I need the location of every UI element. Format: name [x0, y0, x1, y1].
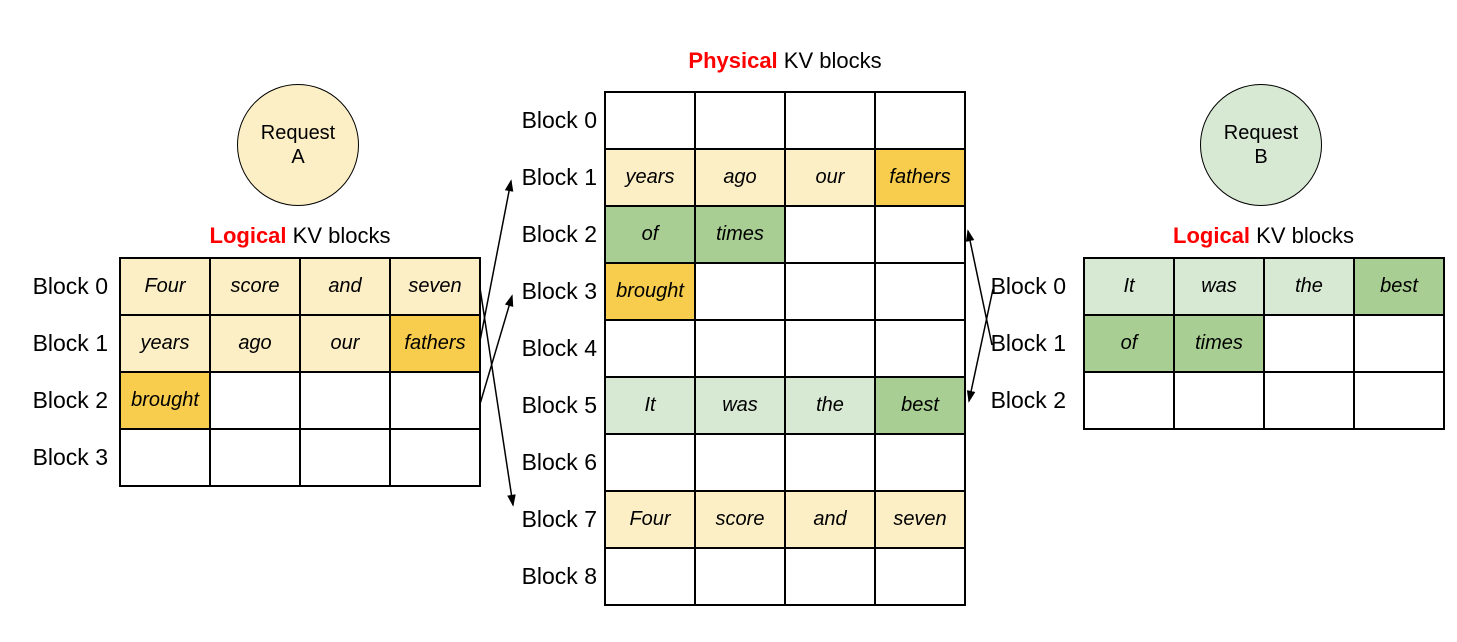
physical-word: Physical	[688, 48, 778, 73]
kv-cell	[695, 92, 785, 149]
kv-cell	[875, 92, 965, 149]
kv-cell	[785, 320, 875, 377]
kv-cell: seven	[875, 491, 965, 548]
physical-kv-blocks-title: Physical KV blocks	[604, 48, 966, 74]
request-b-circle: Request B	[1200, 84, 1322, 206]
kv-cell	[785, 206, 875, 263]
kv-cell	[785, 263, 875, 320]
kv-cell	[875, 263, 965, 320]
kv-cell: and	[785, 491, 875, 548]
kv-cell: the	[1264, 258, 1354, 315]
kv-cell: brought	[605, 263, 695, 320]
kv-cell	[605, 92, 695, 149]
row-label: Block 1	[32, 330, 108, 356]
request-a-label-line1: Request	[260, 122, 336, 144]
kv-cell: of	[1084, 315, 1174, 372]
kv-cell	[1354, 315, 1444, 372]
kv-cell: fathers	[390, 315, 480, 372]
kv-cell: the	[785, 377, 875, 434]
request-a-circle: Request A	[237, 84, 359, 206]
logical-kv-blocks-title-a: Logical KV blocks	[119, 223, 481, 249]
row-label: Block 6	[521, 449, 597, 475]
row-label: Block 7	[521, 506, 597, 532]
row-label: Block 2	[32, 387, 108, 413]
row-label: Block 1	[521, 164, 597, 190]
kv-cell: times	[695, 206, 785, 263]
kv-cell	[875, 206, 965, 263]
kv-cell: years	[605, 149, 695, 206]
kv-cell	[1354, 372, 1444, 429]
kv-cell: It	[1084, 258, 1174, 315]
kv-cell: times	[1174, 315, 1264, 372]
kv-cell: brought	[120, 372, 210, 429]
row-label: Block 2	[990, 387, 1066, 413]
kv-cell	[605, 320, 695, 377]
kv-blocks-text-physical: KV blocks	[777, 48, 882, 73]
kv-cell	[120, 429, 210, 486]
kv-cell: of	[605, 206, 695, 263]
kv-cell	[605, 434, 695, 491]
kv-cell	[875, 320, 965, 377]
kv-cell	[1264, 315, 1354, 372]
kv-cell	[1174, 372, 1264, 429]
kv-cell	[785, 548, 875, 605]
kv-cell: score	[695, 491, 785, 548]
kv-cell: It	[605, 377, 695, 434]
row-label: Block 3	[521, 278, 597, 304]
kv-cell	[695, 434, 785, 491]
request-b-label-line2: B	[1254, 146, 1268, 168]
row-label: Block 1	[990, 330, 1066, 356]
kv-blocks-text-b: KV blocks	[1250, 223, 1354, 248]
kv-cell	[875, 548, 965, 605]
kv-cell	[300, 372, 390, 429]
kv-cell	[695, 263, 785, 320]
row-label: Block 0	[32, 273, 108, 299]
logical-word-b: Logical	[1173, 223, 1251, 248]
kv-cell: was	[1174, 258, 1264, 315]
kv-cell	[210, 429, 300, 486]
kv-cell	[300, 429, 390, 486]
kv-cell	[695, 320, 785, 377]
request-a-label-line2: A	[291, 146, 305, 168]
row-label: Block 2	[521, 221, 597, 247]
row-label: Block 3	[32, 444, 108, 470]
kv-cell: Four	[605, 491, 695, 548]
kv-cell	[875, 434, 965, 491]
request-b-label-line1: Request	[1223, 122, 1299, 144]
logical-word-a: Logical	[209, 223, 287, 248]
kv-cell: fathers	[875, 149, 965, 206]
kv-cell	[785, 92, 875, 149]
row-label: Block 0	[521, 107, 597, 133]
kv-cell: years	[120, 315, 210, 372]
row-label: Block 8	[521, 563, 597, 589]
kv-cell: best	[875, 377, 965, 434]
kv-cell: our	[785, 149, 875, 206]
kv-cell: was	[695, 377, 785, 434]
row-label: Block 4	[521, 335, 597, 361]
kv-cell	[1084, 372, 1174, 429]
kv-cell: ago	[695, 149, 785, 206]
kv-cell	[1264, 372, 1354, 429]
kv-cell: our	[300, 315, 390, 372]
kv-blocks-text-a: KV blocks	[286, 223, 391, 248]
kv-cell: best	[1354, 258, 1444, 315]
kv-cell	[390, 372, 480, 429]
kv-cell	[605, 548, 695, 605]
row-label: Block 0	[990, 273, 1066, 299]
logical-kv-blocks-title-b: Logical KV blocks	[1083, 223, 1444, 249]
kv-cell	[785, 434, 875, 491]
kv-cell: and	[300, 258, 390, 315]
kv-cell	[210, 372, 300, 429]
kv-cell: Four	[120, 258, 210, 315]
row-label: Block 5	[521, 392, 597, 418]
kv-cell: ago	[210, 315, 300, 372]
kv-cell: seven	[390, 258, 480, 315]
kv-cell: score	[210, 258, 300, 315]
kv-cell	[695, 548, 785, 605]
